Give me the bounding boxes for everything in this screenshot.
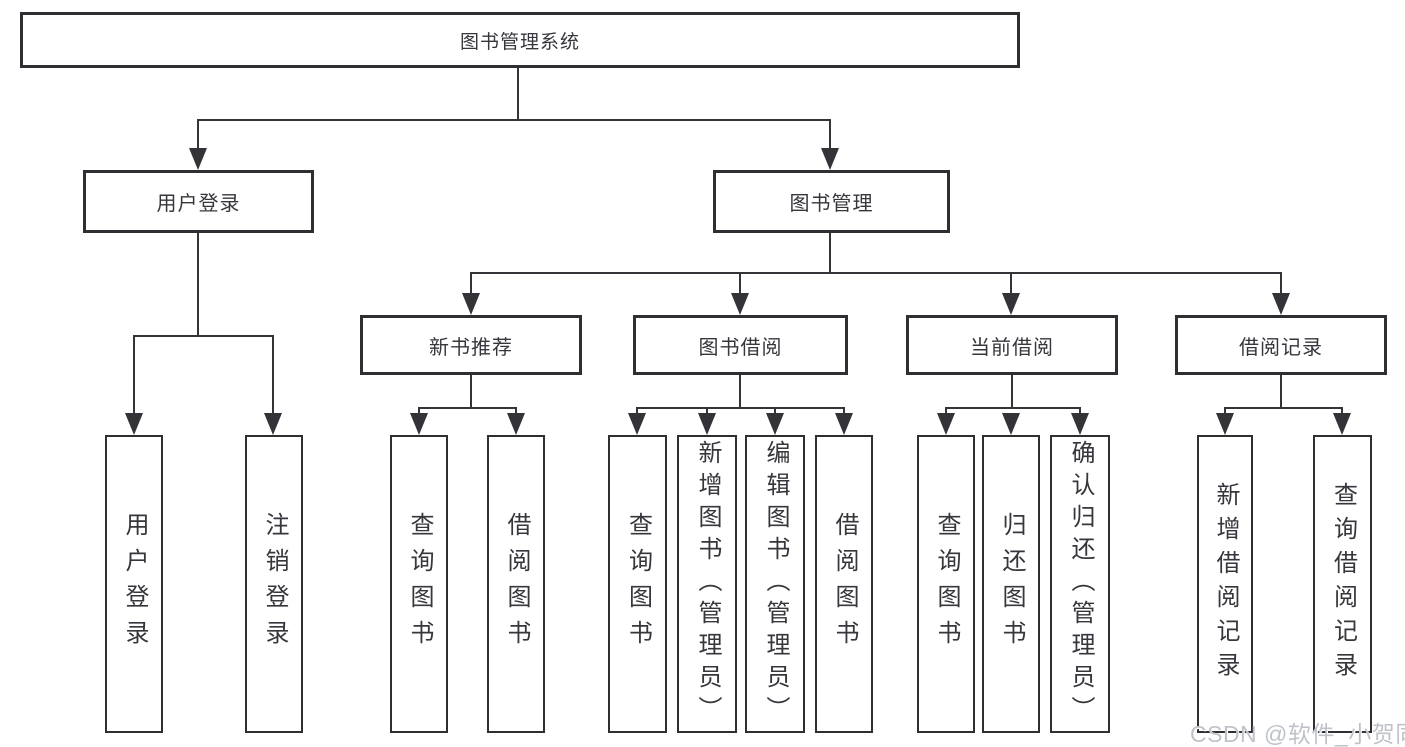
- connector-line: [1010, 272, 1012, 296]
- node-label: 当前借阅: [970, 336, 1054, 359]
- arrow-down-icon: [1272, 293, 1290, 315]
- connector-line: [706, 407, 708, 417]
- connector-line: [739, 375, 741, 409]
- connector-line: [470, 272, 1282, 274]
- leaf-rec-borrow-book: 借阅图书: [487, 435, 545, 733]
- arrow-down-icon: [1002, 293, 1020, 315]
- connector-line: [1280, 375, 1282, 409]
- arrow-down-icon: [1333, 413, 1351, 435]
- node-user-login: 用户登录: [83, 170, 314, 233]
- connector-line: [470, 375, 472, 409]
- connector-line: [197, 233, 199, 337]
- node-label: 查询图书: [933, 512, 960, 656]
- node-label: 确认归还（管理员）: [1067, 440, 1094, 728]
- connector-line: [418, 407, 420, 417]
- connector-line: [133, 335, 135, 415]
- arrow-down-icon: [410, 413, 428, 435]
- arrow-down-icon: [264, 413, 282, 435]
- leaf-br-query-record: 查询借阅记录: [1313, 435, 1372, 733]
- node-label: 查询图书: [624, 512, 652, 656]
- leaf-cb-query-book: 查询图书: [917, 435, 975, 733]
- leaf-user-login: 用户登录: [105, 435, 163, 733]
- arrow-down-icon: [628, 413, 646, 435]
- node-label: 借阅图书: [831, 512, 858, 656]
- arrow-down-icon: [1216, 413, 1234, 435]
- node-label: 查询借阅记录: [1329, 482, 1357, 686]
- connector-line: [517, 68, 519, 121]
- node-borrowing-records: 借阅记录: [1175, 315, 1387, 375]
- connector-line: [1011, 375, 1013, 409]
- node-label: 新增图书（管理员）: [694, 440, 721, 728]
- arrow-down-icon: [821, 148, 839, 170]
- node-book-management: 图书管理: [713, 170, 950, 233]
- connector-line: [945, 407, 947, 417]
- node-label: 图书管理系统: [459, 31, 580, 53]
- node-current-borrowing: 当前借阅: [906, 315, 1118, 375]
- connector-line: [1224, 407, 1226, 417]
- arrow-down-icon: [1071, 413, 1089, 435]
- connector-line: [470, 272, 472, 296]
- connector-line: [774, 407, 776, 417]
- connector-line: [843, 407, 845, 417]
- node-label: 用户登录: [121, 512, 148, 656]
- leaf-bb-edit-book-admin: 编辑图书（管理员）: [745, 435, 805, 733]
- node-label: 归还图书: [998, 512, 1025, 656]
- connector-line: [739, 272, 741, 296]
- connector-line: [197, 119, 831, 121]
- arrow-down-icon: [507, 413, 525, 435]
- connector-line: [418, 407, 517, 409]
- connector-line: [272, 335, 274, 415]
- arrow-down-icon: [189, 148, 207, 170]
- connector-line: [636, 407, 638, 417]
- node-label: 借阅记录: [1239, 336, 1323, 359]
- arrow-down-icon: [1002, 413, 1020, 435]
- node-library-management-system: 图书管理系统: [20, 12, 1020, 68]
- leaf-cb-confirm-return-admin: 确认归还（管理员）: [1050, 435, 1110, 733]
- connector-line: [829, 233, 831, 274]
- connector-line: [945, 407, 1080, 409]
- connector-line: [829, 119, 831, 151]
- arrow-down-icon: [698, 413, 716, 435]
- leaf-br-add-record: 新增借阅记录: [1197, 435, 1253, 733]
- node-label: 借阅图书: [503, 512, 530, 656]
- node-label: 图书借阅: [698, 336, 783, 359]
- arrow-down-icon: [937, 413, 955, 435]
- arrow-down-icon: [835, 413, 853, 435]
- node-label: 新增借阅记录: [1212, 482, 1239, 686]
- connector-line: [1341, 407, 1343, 417]
- leaf-bb-query-book: 查询图书: [608, 435, 667, 733]
- connector-line: [636, 407, 845, 409]
- connector-line: [197, 119, 199, 151]
- arrow-down-icon: [731, 293, 749, 315]
- arrow-down-icon: [125, 413, 143, 435]
- leaf-bb-add-book-admin: 新增图书（管理员）: [677, 435, 737, 733]
- node-label: 注销登录: [261, 512, 288, 656]
- csdn-watermark: CSDN @软件_小贺同学: [1190, 721, 1405, 747]
- node-new-book-recommend: 新书推荐: [360, 315, 582, 375]
- leaf-rec-query-book: 查询图书: [390, 435, 448, 733]
- connector-line: [133, 335, 274, 337]
- leaf-logout: 注销登录: [245, 435, 303, 733]
- node-label: 新书推荐: [429, 336, 513, 359]
- connector-line: [515, 407, 517, 417]
- node-label: 用户登录: [156, 193, 241, 215]
- connector-line: [1079, 407, 1081, 417]
- arrow-down-icon: [462, 293, 480, 315]
- connector-line: [1224, 407, 1342, 409]
- arrow-down-icon: [766, 413, 784, 435]
- connector-line: [1280, 272, 1282, 296]
- node-label: 图书管理: [789, 193, 874, 215]
- node-book-borrowing: 图书借阅: [633, 315, 848, 375]
- node-label: 编辑图书（管理员）: [762, 440, 789, 728]
- leaf-bb-borrow-book: 借阅图书: [815, 435, 873, 733]
- node-label: 查询图书: [406, 512, 433, 656]
- leaf-cb-return-book: 归还图书: [982, 435, 1040, 733]
